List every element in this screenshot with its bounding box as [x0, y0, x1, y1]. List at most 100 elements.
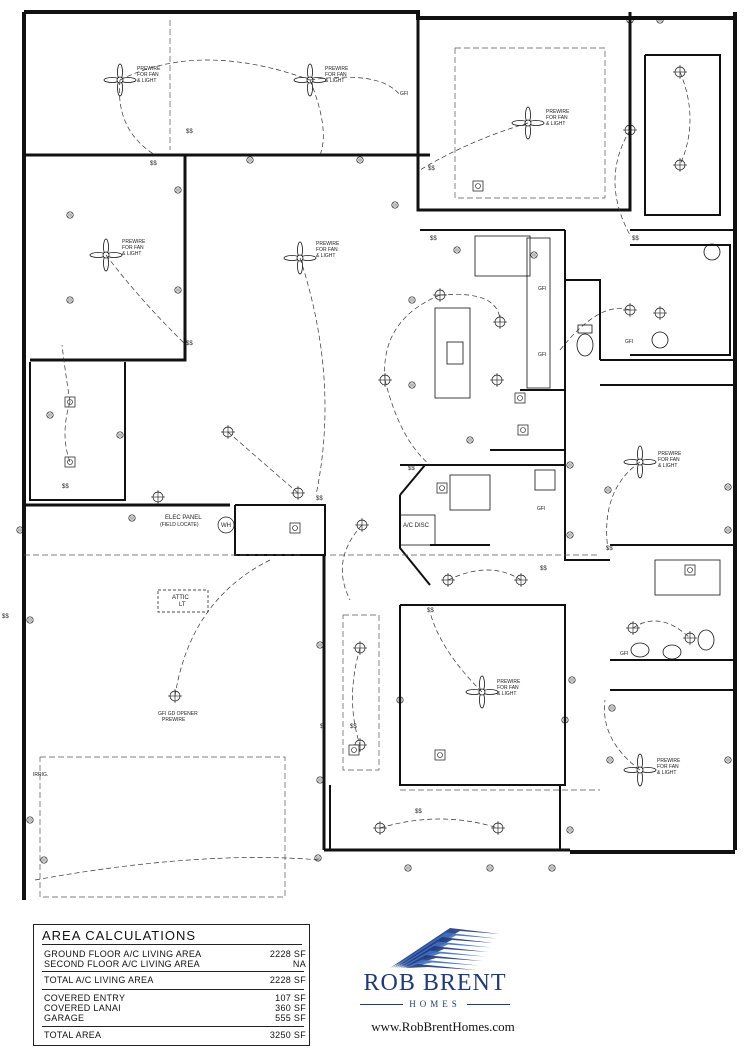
fan-label: PREWIRE	[316, 241, 340, 247]
fan-label: PREWIRE	[658, 451, 682, 457]
outlets	[16, 16, 732, 872]
switch-symbol: $$	[186, 129, 193, 135]
area-row-label: GROUND FLOOR A/C LIVING AREA	[44, 949, 202, 959]
area-row-value: 360 SF	[275, 1003, 306, 1013]
gfi-gd-label: GFI GD OPENER	[158, 711, 198, 717]
area-row: GROUND FLOOR A/C LIVING AREA 2228 SF	[44, 949, 306, 959]
brand-sub-text: HOMES	[403, 999, 467, 1009]
switch-symbol: $$	[62, 484, 69, 490]
brand-name: ROB BRENT	[363, 970, 507, 996]
fixtures	[399, 235, 721, 660]
switch-symbol: $$	[415, 809, 422, 815]
gfi-label: GFI	[538, 352, 546, 358]
gfi-label: GFI	[537, 506, 545, 512]
ceiling-lights	[150, 64, 698, 836]
elec-panel-label: ELEC PANEL	[165, 515, 202, 521]
fan-label: PREWIRE	[137, 66, 161, 72]
wiring-arcs	[34, 59, 691, 881]
gfi-label: GFI	[538, 286, 546, 292]
rob-brent-logo-icon	[390, 928, 500, 970]
fan-label: & LIGHT	[658, 463, 677, 469]
room-labels: ELEC PANEL (FIELD LOCATE) WH A/C DISC AT…	[33, 91, 633, 778]
area-row-value: 2228 SF	[269, 949, 306, 959]
switch-symbol: $$	[150, 161, 157, 167]
fan-label: FOR FAN	[546, 115, 568, 121]
logo-ray	[404, 959, 479, 968]
fan-label: FOR FAN	[316, 247, 338, 253]
interior-walls	[29, 54, 735, 850]
switch-symbol: $$	[428, 166, 435, 172]
logo-ray	[398, 946, 488, 968]
gfi-label: GFI	[400, 91, 408, 97]
irrig-label: IRRIG.	[33, 772, 48, 778]
brand-sub: HOMES	[352, 999, 518, 1009]
switch-symbol: $$	[316, 496, 323, 502]
fan-label: PREWIRE	[497, 679, 521, 685]
fan-label: FOR FAN	[325, 72, 347, 78]
gfi-label: GFI	[625, 339, 633, 345]
junction-boxes	[64, 180, 696, 761]
fan-label: FOR FAN	[658, 457, 680, 463]
website-link[interactable]: www.RobBrentHomes.com	[371, 1019, 515, 1034]
fan-label: & LIGHT	[122, 251, 141, 257]
fan-label: PREWIRE	[657, 758, 681, 764]
fan-labels: PREWIRE FOR FAN & LIGHT PREWIRE FOR FAN …	[122, 66, 682, 776]
divider	[42, 989, 304, 990]
area-calculations-table: AREA CALCULATIONS GROUND FLOOR A/C LIVIN…	[33, 924, 310, 1046]
gd-prewire-label: PREWIRE	[162, 717, 186, 723]
area-title: AREA CALCULATIONS	[42, 928, 197, 943]
fan-label: FOR FAN	[497, 685, 519, 691]
logo-ray	[400, 950, 485, 968]
fan-label: PREWIRE	[546, 109, 570, 115]
area-row: COVERED LANAI 360 SF	[44, 1003, 306, 1013]
attic-label: ATTIC	[172, 595, 190, 601]
divider	[42, 1026, 304, 1027]
area-row-value: 555 SF	[275, 1013, 306, 1023]
logo-ray	[406, 964, 476, 970]
field-locate-label: (FIELD LOCATE)	[160, 522, 199, 528]
switch-symbol: $$	[632, 236, 639, 242]
area-row-label: TOTAL AREA	[44, 1030, 102, 1040]
area-row: TOTAL A/C LIVING AREA 2228 SF	[44, 975, 306, 985]
area-row: TOTAL AREA 3250 SF	[44, 1030, 306, 1040]
area-row-label: GARAGE	[44, 1013, 85, 1023]
fan-label: FOR FAN	[657, 764, 679, 770]
fan-label: PREWIRE	[122, 239, 146, 245]
electrical-floor-plan: PREWIRE FOR FAN & LIGHT PREWIRE FOR FAN …	[2, 10, 737, 900]
switch-symbol: $$	[2, 614, 9, 620]
switch-markers: $$ $$ $$ $$ $$ $$ $$ $$ $$ $$ $$ $$ $$ $…	[2, 129, 639, 815]
fan-label: & LIGHT	[497, 691, 516, 697]
logo-ray	[402, 955, 482, 968]
area-row-label: COVERED LANAI	[44, 1003, 121, 1013]
fan-label: & LIGHT	[325, 78, 344, 84]
area-row: GARAGE 555 SF	[44, 1013, 306, 1023]
area-row-label: COVERED ENTRY	[44, 993, 126, 1003]
switch-symbol: $$	[427, 608, 434, 614]
exterior-walls	[22, 10, 737, 900]
gfi-label: GFI	[620, 651, 628, 657]
switch-symbol: $$	[606, 546, 613, 552]
area-row-value: 107 SF	[275, 993, 306, 1003]
area-row-label: TOTAL A/C LIVING AREA	[44, 975, 154, 985]
area-row-value: 3250 SF	[269, 1030, 306, 1040]
fan-label: FOR FAN	[122, 245, 144, 251]
ceiling-fans	[89, 63, 657, 787]
switch-symbol: $$	[350, 724, 357, 730]
ac-disc-label: A/C DISC	[403, 523, 430, 529]
area-row-value: NA	[292, 959, 306, 969]
attic-lt-label: LT	[179, 602, 186, 608]
switch-symbol: $	[320, 724, 324, 730]
fan-label: PREWIRE	[325, 66, 349, 72]
switch-symbol: $$	[540, 566, 547, 572]
fan-label: FOR FAN	[137, 72, 159, 78]
water-heater-label: WH	[221, 523, 231, 529]
switch-symbol: $$	[408, 466, 415, 472]
fan-label: & LIGHT	[316, 253, 335, 259]
switch-symbol: $$	[186, 341, 193, 347]
divider	[42, 971, 304, 972]
title-underline	[42, 944, 302, 945]
fan-label: & LIGHT	[546, 121, 565, 127]
dashed-lines	[24, 20, 606, 898]
fan-label: & LIGHT	[657, 770, 676, 776]
area-row: SECOND FLOOR A/C LIVING AREA NA	[44, 959, 306, 969]
